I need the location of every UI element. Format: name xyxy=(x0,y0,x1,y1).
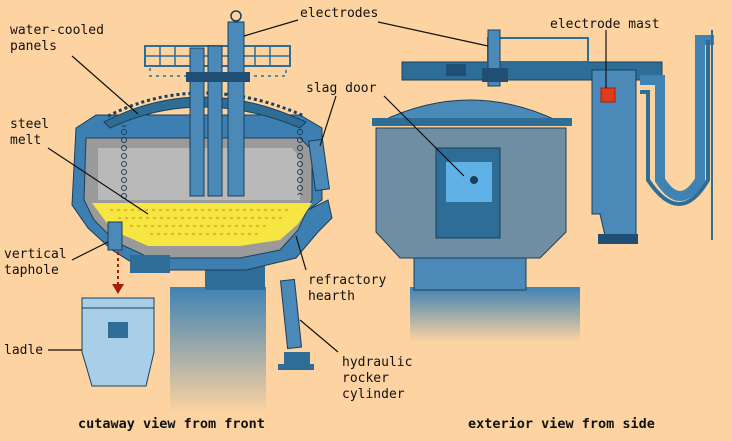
leader-water-cooled xyxy=(71,55,139,115)
wall-stitch-left xyxy=(120,125,128,200)
electrode-3 xyxy=(227,21,245,197)
ext-base xyxy=(413,257,527,291)
hydraulic-cylinder-foot xyxy=(284,352,310,364)
exterior-furnace xyxy=(372,29,714,342)
electrode-collar xyxy=(186,72,250,82)
leader-taphole xyxy=(71,241,109,261)
ladle-pour-arrowhead xyxy=(112,284,124,294)
leader-electrodes-front xyxy=(243,19,299,37)
rocker-left xyxy=(130,255,170,273)
front-slag-door xyxy=(308,138,330,192)
label-hearth-line1: refractory xyxy=(308,273,386,288)
furnace-roof xyxy=(103,96,307,129)
ladle-lid xyxy=(81,297,155,309)
electrode-1 xyxy=(189,47,205,197)
leader-electrodes-side xyxy=(377,21,489,47)
label-electrode-mast: electrode mast xyxy=(550,17,660,32)
label-hearth-line2: hearth xyxy=(308,289,355,304)
ext-slag-door-window xyxy=(446,162,492,202)
hydraulic-base xyxy=(278,364,314,370)
label-hydraulic-line3: cylinder xyxy=(342,387,405,402)
cable-loop-2 xyxy=(640,40,710,206)
label-hydraulic-line2: rocker xyxy=(342,371,389,386)
ext-electrode-clamp-1 xyxy=(446,64,466,76)
label-water-cooled-line2: panels xyxy=(10,39,57,54)
label-steel-melt-line2: melt xyxy=(10,133,41,148)
frame-hangers xyxy=(149,65,287,77)
label-water-cooled-line1: water-cooled xyxy=(10,23,104,38)
label-ladle: ladle xyxy=(4,343,43,358)
label-taphole-line1: vertical xyxy=(4,247,67,262)
electrode-hook xyxy=(230,10,242,22)
ext-slag-door-hole xyxy=(470,176,478,184)
mast-marker xyxy=(600,87,616,103)
electrode-2 xyxy=(207,45,223,197)
cutaway-pedestal xyxy=(170,287,266,412)
label-taphole-line2: taphole xyxy=(4,263,59,278)
mast-base xyxy=(598,234,638,244)
wall-stitch-right xyxy=(296,125,304,195)
ext-roof xyxy=(379,99,561,123)
label-steel-melt-line1: steel xyxy=(10,117,49,132)
leader-slag-door-front xyxy=(319,95,337,147)
frame-grid xyxy=(145,46,290,66)
labels: electrodes electrode mast water-cooled p… xyxy=(4,6,660,432)
gantry-grid xyxy=(487,37,589,63)
leader-steel-melt xyxy=(47,147,149,215)
leaders xyxy=(47,19,607,353)
cable-loop-1 xyxy=(640,35,714,201)
cutaway-furnace xyxy=(71,10,333,412)
taphole-spout xyxy=(107,221,123,251)
ext-pedestal xyxy=(410,287,580,342)
caption-side-view: exterior view from side xyxy=(468,416,655,432)
label-electrodes: electrodes xyxy=(300,6,378,21)
label-slag-door: slag door xyxy=(306,81,377,96)
ladle xyxy=(81,252,155,387)
ladle-body xyxy=(81,307,155,387)
ext-electrode-clamp-2 xyxy=(482,68,508,82)
hydraulic-cylinder-body xyxy=(279,278,303,350)
leader-hearth xyxy=(295,235,307,271)
leader-hydraulic xyxy=(299,319,339,353)
caption-front-view: cutaway view from front xyxy=(78,416,265,432)
ext-roof-rim xyxy=(372,118,572,126)
ladle-handle xyxy=(108,322,128,338)
label-hydraulic-line1: hydraulic xyxy=(342,355,412,370)
leader-slag-door-side xyxy=(383,95,465,177)
